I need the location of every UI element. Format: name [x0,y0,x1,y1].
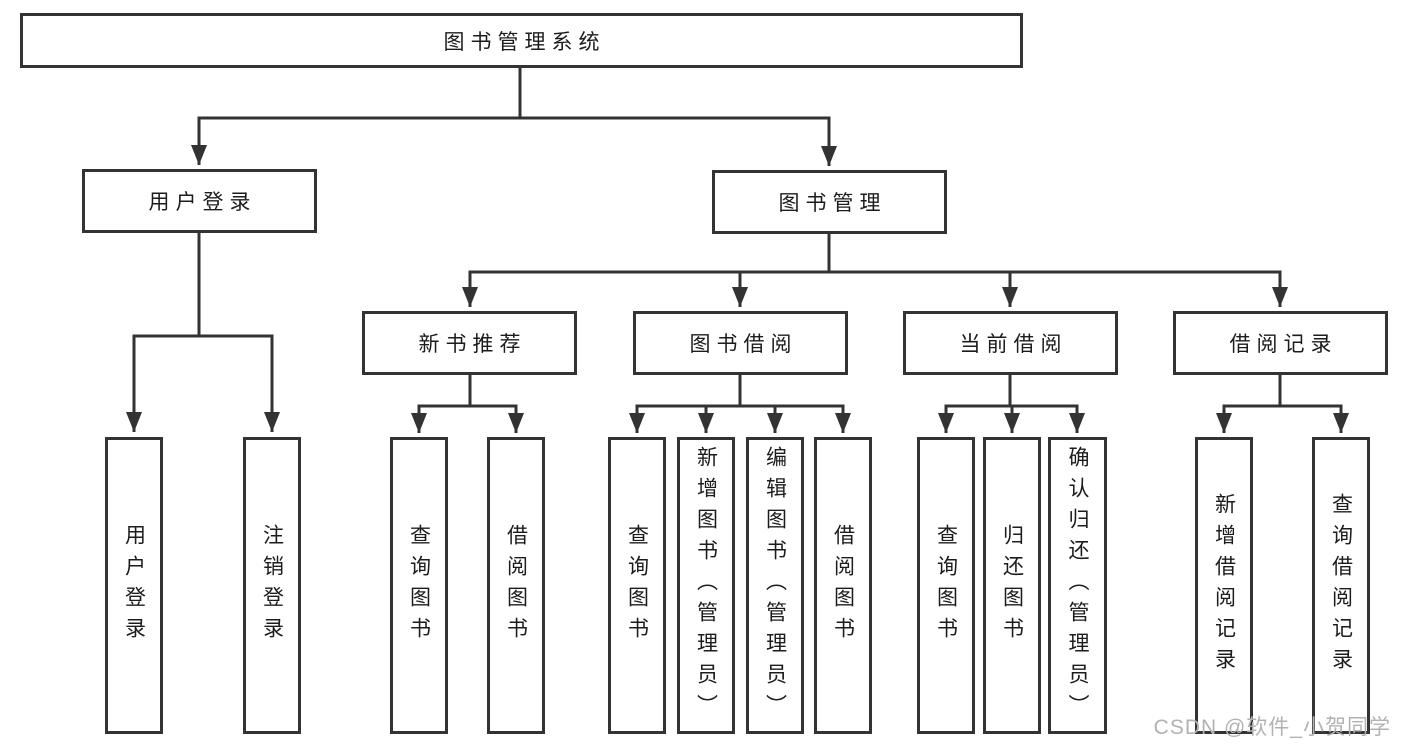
node-book-borrow: 图书借阅 [633,311,848,375]
node-library-management-system: 图书管理系统 [20,13,1023,68]
node-current-borrow: 当前借阅 [903,311,1118,375]
node-leaf-query-books-recommend: 查询图书 [390,437,448,734]
node-leaf-borrow-books-recommend: 借阅图书 [487,437,545,734]
connector-user-login [126,232,280,432]
node-leaf-confirm-return-admin: 确认归还（管理员） [1048,437,1107,734]
node-leaf-add-borrow-record: 新增借阅记录 [1195,437,1253,734]
node-leaf-return-book: 归还图书 [983,437,1041,734]
node-leaf-add-book-admin: 新增图书（管理员） [677,437,735,734]
connector-new-book-recommend [411,375,524,433]
node-user-login: 用户登录 [82,169,317,233]
node-leaf-logout: 注销登录 [243,437,301,734]
node-leaf-user-login: 用户登录 [105,437,163,734]
node-book-management: 图书管理 [712,170,947,234]
node-leaf-edit-book-admin: 编辑图书（管理员） [746,437,804,734]
connector-book-management [462,234,1288,307]
node-leaf-borrow-books: 借阅图书 [814,437,872,734]
connector-borrow-record [1216,375,1349,433]
connector-current-borrow [938,375,1085,433]
node-leaf-query-borrow-record: 查询借阅记录 [1312,437,1370,734]
csdn-watermark: CSDN @软件_小贺同学 [1153,716,1391,739]
connector-book-borrow [629,375,851,433]
node-leaf-query-books-borrow: 查询图书 [608,437,666,734]
connector-root [191,68,837,166]
node-new-book-recommend: 新书推荐 [362,311,577,375]
node-borrow-record: 借阅记录 [1173,311,1388,375]
node-leaf-query-books-current: 查询图书 [917,437,975,734]
